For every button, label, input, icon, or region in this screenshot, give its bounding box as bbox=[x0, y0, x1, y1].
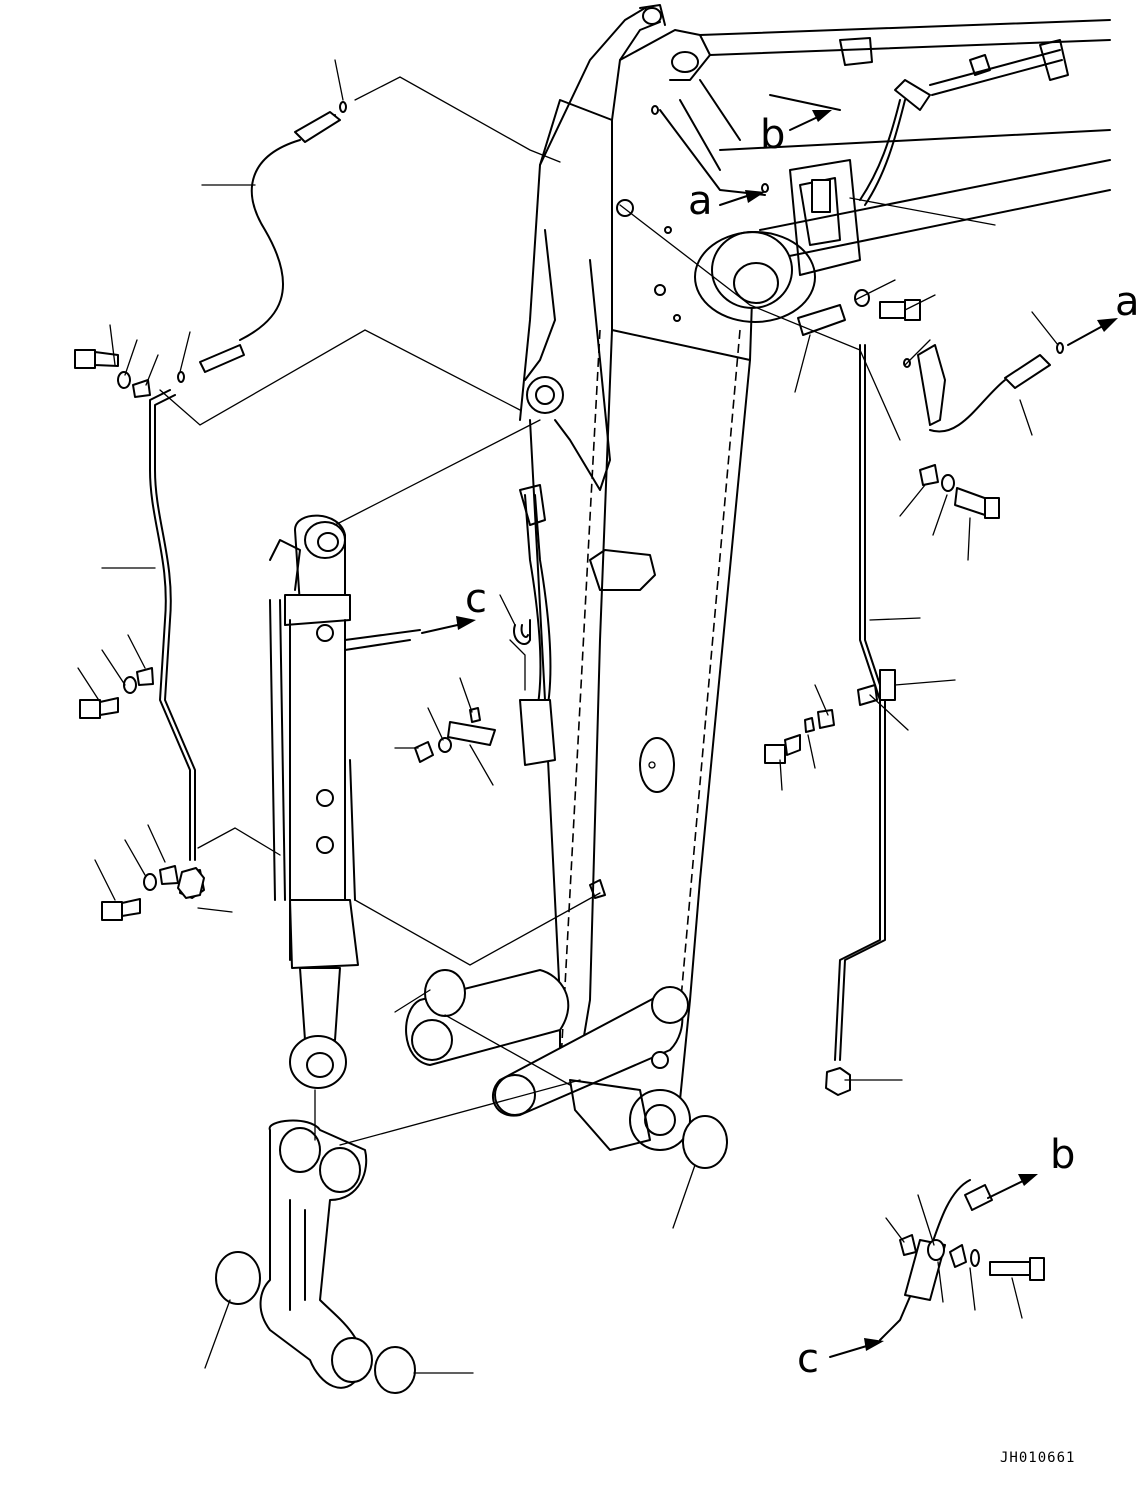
hoses bbox=[149, 111, 1051, 1341]
callout-b-bottom: b bbox=[1050, 1132, 1075, 1178]
sensor-bracket bbox=[659, 37, 1069, 276]
callout-a-top: a bbox=[688, 178, 713, 224]
leader-lines bbox=[77, 59, 1059, 1374]
hydraulic-cylinder bbox=[269, 514, 421, 1089]
hardware bbox=[74, 101, 1064, 1394]
arm-body bbox=[519, 4, 1111, 1101]
callout-c-center: c bbox=[465, 576, 487, 622]
drawing-id: JH010661 bbox=[1000, 1450, 1075, 1466]
callout-a-right: a bbox=[1115, 279, 1140, 325]
callout-labels: a b a c b c bbox=[465, 112, 1140, 1382]
bucket-link bbox=[259, 1119, 373, 1389]
direction-arrows bbox=[421, 110, 1118, 1358]
callout-c-bottom: c bbox=[797, 1336, 819, 1382]
callout-b-top: b bbox=[760, 112, 785, 158]
